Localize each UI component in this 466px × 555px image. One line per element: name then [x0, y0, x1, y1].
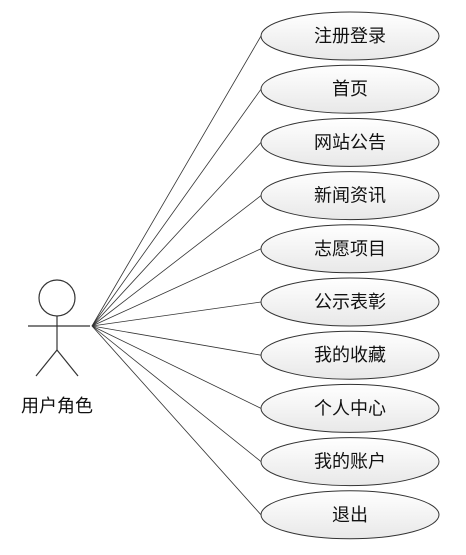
use-case-ellipse	[260, 117, 440, 167]
association-line-logout	[91, 325, 262, 516]
actor-user-role: 用户角色	[21, 279, 93, 417]
use-case-public-commendation: 公示表彰	[260, 277, 440, 327]
use-case-ellipse	[260, 224, 440, 274]
use-case-logout: 退出	[260, 490, 440, 540]
use-case-ellipse	[260, 64, 440, 114]
use-case-ellipse	[260, 437, 440, 487]
use-case-label: 个人中心	[314, 398, 386, 419]
use-case-personal-center: 个人中心	[260, 383, 440, 433]
use-case-label: 注册登录	[314, 26, 386, 47]
use-case-label: 网站公告	[314, 132, 386, 153]
use-case-news: 新闻资讯	[260, 171, 440, 221]
association-line-news	[91, 195, 262, 327]
use-case-label: 志愿项目	[314, 239, 386, 260]
association-line-site-announcement	[91, 142, 262, 327]
use-case-label: 退出	[332, 505, 368, 526]
use-case-home: 首页	[260, 64, 440, 114]
use-case-volunteer-project: 志愿项目	[260, 224, 440, 274]
actor-label: 用户角色	[21, 396, 93, 417]
use-case-my-account: 我的账户	[260, 437, 440, 487]
use-case-ellipse	[260, 330, 440, 380]
association-line-my-account	[91, 325, 262, 462]
use-case-ellipse	[260, 171, 440, 221]
use-case-site-announcement: 网站公告	[260, 117, 440, 167]
use-case-ellipse	[260, 277, 440, 327]
association-line-home	[91, 88, 262, 327]
use-case-label: 我的账户	[314, 452, 386, 473]
use-case-register-login: 注册登录	[260, 11, 440, 61]
use-case-ellipse	[260, 11, 440, 61]
association-line-register-login	[91, 35, 262, 327]
actor-right-leg	[56, 349, 79, 377]
use-case-my-favorites: 我的收藏	[260, 330, 440, 380]
use-case-label: 公示表彰	[314, 292, 386, 313]
association-line-personal-center	[91, 325, 262, 409]
association-line-public-commendation	[91, 301, 262, 327]
association-line-my-favorites	[91, 325, 262, 356]
use-case-ellipse	[260, 490, 440, 540]
use-case-label: 新闻资讯	[314, 186, 386, 207]
use-case-ellipse	[260, 383, 440, 433]
association-lines	[91, 35, 262, 516]
actor-head	[38, 279, 76, 317]
use-case-label: 首页	[332, 79, 368, 100]
association-line-volunteer-project	[91, 248, 262, 327]
use-case-label: 我的收藏	[314, 345, 386, 366]
actor-left-leg	[35, 349, 58, 377]
